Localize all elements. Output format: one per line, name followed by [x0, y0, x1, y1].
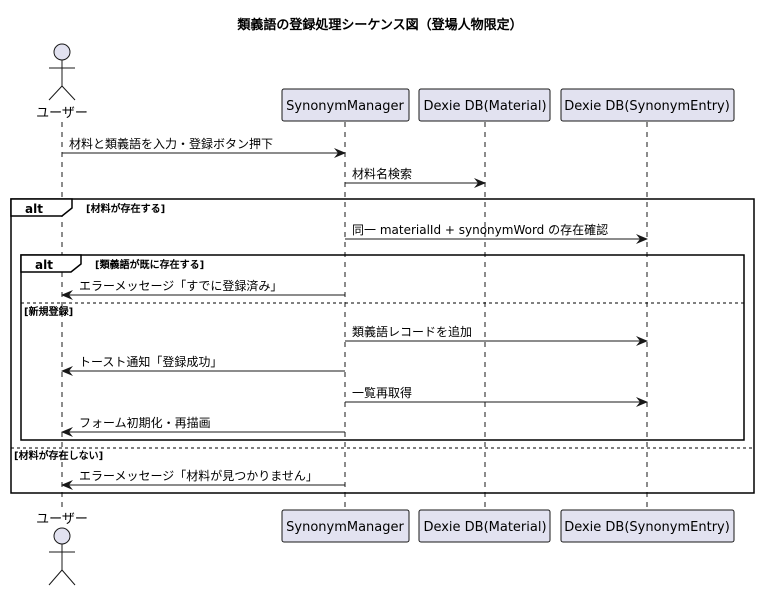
participant-entry-top: Dexie DB(SynonymEntry)	[564, 99, 730, 114]
message-8: フォーム初期化・再描画	[61, 416, 345, 437]
alt-frame-inner: alt [類義語が既に存在する] [新規登録]	[20, 254, 745, 441]
message-label: トースト通知「登録成功」	[79, 354, 222, 369]
participant-manager-bottom: SynonymManager	[286, 520, 404, 535]
participant-manager-bottom-box: SynonymManager	[281, 509, 410, 543]
message-2: 材料名検索	[345, 166, 486, 188]
participant-entry-top-box: Dexie DB(SynonymEntry)	[560, 88, 735, 122]
message-7: 一覧再取得	[345, 385, 648, 407]
message-label: 同一 materialId + synonymWord の存在確認	[352, 222, 608, 237]
message-label: 類義語レコードを追加	[352, 324, 472, 339]
alt-outer-label: alt	[25, 202, 43, 216]
alt-outer-guard: [材料が存在する]	[86, 202, 165, 215]
alt-frame-outer: alt [材料が存在する] [材料が存在しない]	[10, 198, 755, 494]
participant-material-bottom-box: Dexie DB(Material)	[418, 509, 551, 543]
participant-manager-top: SynonymManager	[286, 99, 404, 114]
message-9: エラーメッセージ「材料が見つかりません」	[61, 468, 345, 490]
message-label: 材料と類義語を入力・登録ボタン押下	[69, 136, 273, 151]
message-4: エラーメッセージ「すでに登録済み」	[61, 278, 345, 300]
message-3: 同一 materialId + synonymWord の存在確認	[345, 222, 648, 244]
alt-outer-else-guard: [材料が存在しない]	[14, 449, 103, 462]
message-label: エラーメッセージ「すでに登録済み」	[79, 278, 282, 293]
message-label: 一覧再取得	[352, 385, 412, 400]
actor-user-top: ユーザー	[36, 43, 88, 121]
message-6: トースト通知「登録成功」	[61, 354, 345, 376]
participant-manager-top-box: SynonymManager	[281, 88, 410, 122]
participant-user-bottom: ユーザー	[36, 512, 88, 527]
message-label: 材料名検索	[352, 166, 412, 181]
message-1: 材料と類義語を入力・登録ボタン押下	[62, 136, 346, 158]
diagram-title: 類義語の登録処理シーケンス図（登場人物限定）	[236, 17, 522, 33]
alt-inner-else-guard: [新規登録]	[24, 305, 73, 318]
message-5: 類義語レコードを追加	[345, 324, 648, 346]
participant-entry-bottom: Dexie DB(SynonymEntry)	[564, 520, 730, 535]
message-label: フォーム初期化・再描画	[79, 416, 211, 430]
message-label: エラーメッセージ「材料が見つかりません」	[79, 468, 318, 483]
participant-entry-bottom-box: Dexie DB(SynonymEntry)	[560, 509, 735, 543]
participant-material-top: Dexie DB(Material)	[423, 99, 546, 114]
participant-material-top-box: Dexie DB(Material)	[418, 88, 551, 122]
participant-user-top: ユーザー	[36, 106, 88, 121]
alt-inner-guard: [類義語が既に存在する]	[95, 258, 204, 271]
actor-user-bottom: ユーザー	[36, 512, 88, 586]
alt-inner-label: alt	[35, 258, 53, 272]
participant-material-bottom: Dexie DB(Material)	[423, 520, 546, 535]
